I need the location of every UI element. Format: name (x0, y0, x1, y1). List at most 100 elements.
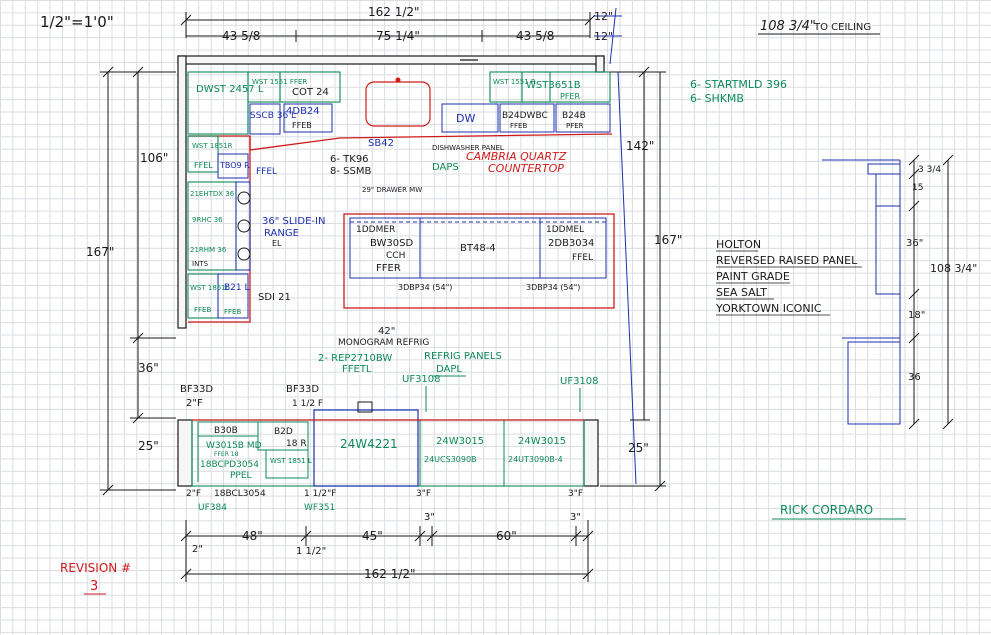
lbl-w3015b: W3015B MD (206, 441, 262, 451)
lbl-24w4221: 24W4221 (340, 437, 398, 451)
dim-bottom-3-1: 3" (424, 512, 435, 523)
dim-left-mid: 36" (138, 361, 159, 375)
revision-label: REVISION # (60, 561, 131, 575)
lbl-dwst: DWST 2457 L (196, 84, 264, 95)
lbl-sdi21: SDI 21 (258, 292, 291, 303)
lbl-tbo9: TBO9 R (219, 161, 250, 170)
dim-overall-top: 162 1/2" (368, 5, 420, 19)
lbl-countertop: COUNTERTOP (488, 162, 564, 175)
lbl-ffel-1: FFEL (194, 161, 213, 170)
lbl-island-2db3034: 2DB3034 (548, 238, 594, 249)
wall-elevation (822, 159, 901, 425)
dim-bottom-1half: 1 1/2" (296, 546, 326, 557)
spec-line-5: YORKTOWN ICONIC (715, 302, 822, 315)
lbl-b24b: B24B (562, 111, 586, 121)
lbl-2f: 2"F (186, 398, 203, 409)
spec-line-2: REVERSED RAISED PANEL (716, 254, 858, 267)
lbl-wst-tr: WST 1551 R (493, 78, 536, 86)
dim-bottom-2in: 2" (192, 544, 203, 555)
lbl-24w3015-1: 24W3015 (436, 436, 484, 447)
lbl-dw: DW (456, 112, 475, 125)
top-dimension-lines (180, 12, 596, 42)
lbl-dishwasher-panel: DISHWASHER PANEL (432, 144, 504, 152)
lbl-tk96: 6- TK96 (330, 154, 369, 165)
lbl-1-half-f: 1 1/2 F (292, 399, 323, 409)
lbl-4db24: 4DB24 (286, 106, 320, 117)
dim-right-upper: 142" (626, 139, 654, 153)
ceiling-label: TO CEILING (813, 22, 871, 33)
lbl-ffeb-3: FFEB (194, 306, 211, 314)
elev-dim-18: 18" (908, 310, 925, 321)
right-blue-guide (617, 71, 637, 485)
dim-bottom-48: 48" (242, 529, 263, 543)
spec-line-1: HOLTON (716, 238, 761, 251)
note-startmld: 6- STARTMLD 396 (690, 78, 787, 91)
dim-left-run: 43 5/8 (222, 29, 260, 43)
lbl-wst1851r: WST 1851R (192, 142, 233, 150)
lbl-daps: DAPS (432, 162, 459, 173)
dim-bottom-overall: 162 1/2" (364, 567, 416, 581)
left-base-cabinets (217, 153, 251, 319)
lbl-uf3108-r: UF3108 (560, 376, 599, 387)
lbl-ffer-sm: FFER 18 (214, 451, 239, 458)
lbl-24ut3090b: 24UT3090B-4 (508, 455, 563, 464)
designer-name: RICK CORDARO (780, 503, 873, 517)
lbl-ffetl: FFETL (342, 364, 372, 375)
elev-dim-3-75: 3 3/4 (918, 165, 941, 175)
left-dimension-lines (100, 66, 176, 496)
spec-line-4: SEA SALT (716, 286, 767, 299)
lbl-pfer-1: PFER (560, 92, 580, 101)
lbl-el: EL (272, 239, 282, 248)
note-shkmb: 6- SHKMB (690, 92, 744, 105)
lbl-bot-2f: 2"F (186, 489, 201, 499)
lbl-bot-15f: 1 1/2"F (304, 489, 336, 499)
lbl-bf33d-r: BF33D (286, 384, 319, 395)
lbl-uf384: UF384 (198, 503, 227, 513)
lbl-rep27: 2- REP2710BW (318, 353, 392, 364)
lbl-ffeb-1: FFEB (292, 121, 312, 130)
elev-dim-total: 108 3/4" (930, 262, 977, 275)
lbl-18bcpd: 18BCPD3054 (200, 460, 259, 470)
lbl-b21l: B21 L (224, 283, 250, 293)
lbl-ints: INTS (192, 260, 209, 268)
sink-bowl (365, 81, 431, 127)
lbl-wst1851l-b: WST 1851 L (270, 457, 312, 465)
lbl-island-ffer: FFER (376, 263, 401, 274)
dim-left-lower: 25" (138, 439, 159, 453)
lbl-pfer-2: PFER (566, 122, 584, 130)
lbl-ssmb: 8- SSMB (330, 166, 371, 177)
lbl-bf33d-l: BF33D (180, 384, 213, 395)
lbl-cot: COT 24 (292, 87, 329, 98)
sink-faucet (395, 77, 401, 83)
lbl-drawer-mw: 29" DRAWER MW (362, 186, 422, 194)
dim-bottom-60: 60" (496, 529, 517, 543)
lbl-dapl: DAPL (436, 364, 462, 375)
lbl-ffeb-2: FFEB (510, 122, 527, 130)
lbl-wst3651b: WST3651B (526, 80, 581, 91)
lbl-cambria: CAMBRIA QUARTZ (466, 150, 567, 163)
lbl-24ucs3090b: 24UCS3090B (424, 455, 477, 464)
scale-note: 1/2"=1'0" (40, 13, 114, 31)
lbl-bot-3f-2: 3"F (568, 489, 583, 499)
lbl-range: RANGE (264, 228, 299, 239)
dim-right-run: 43 5/8 (516, 29, 554, 43)
lbl-wst1851l: WST 1851L (190, 284, 230, 292)
lbl-sb42: SB42 (368, 138, 394, 149)
lbl-wf351: WF351 (304, 503, 335, 513)
lbl-21rhm: 21RHM 36 (190, 246, 227, 254)
top-base-cabinets (249, 103, 611, 135)
spec-block: HOLTON REVERSED RAISED PANEL PAINT GRADE… (715, 238, 862, 316)
revision-number: 3 (90, 579, 98, 594)
dim-bottom-45: 45" (362, 529, 383, 543)
top-run-cabinets (187, 71, 611, 135)
lbl-island-3dbp34-r: 3DBP34 (54") (526, 283, 580, 292)
lbl-ffeb-4: FFEB (224, 308, 241, 316)
lbl-ffel-2: FFEL (256, 167, 277, 177)
elev-dim-15: 15 (912, 183, 923, 193)
dim-right-total: 167" (654, 233, 682, 247)
ceiling-height: 108 3/4" (760, 19, 816, 34)
refrigerator-box (313, 409, 419, 487)
lbl-bot-3f-1: 3"F (416, 489, 431, 499)
